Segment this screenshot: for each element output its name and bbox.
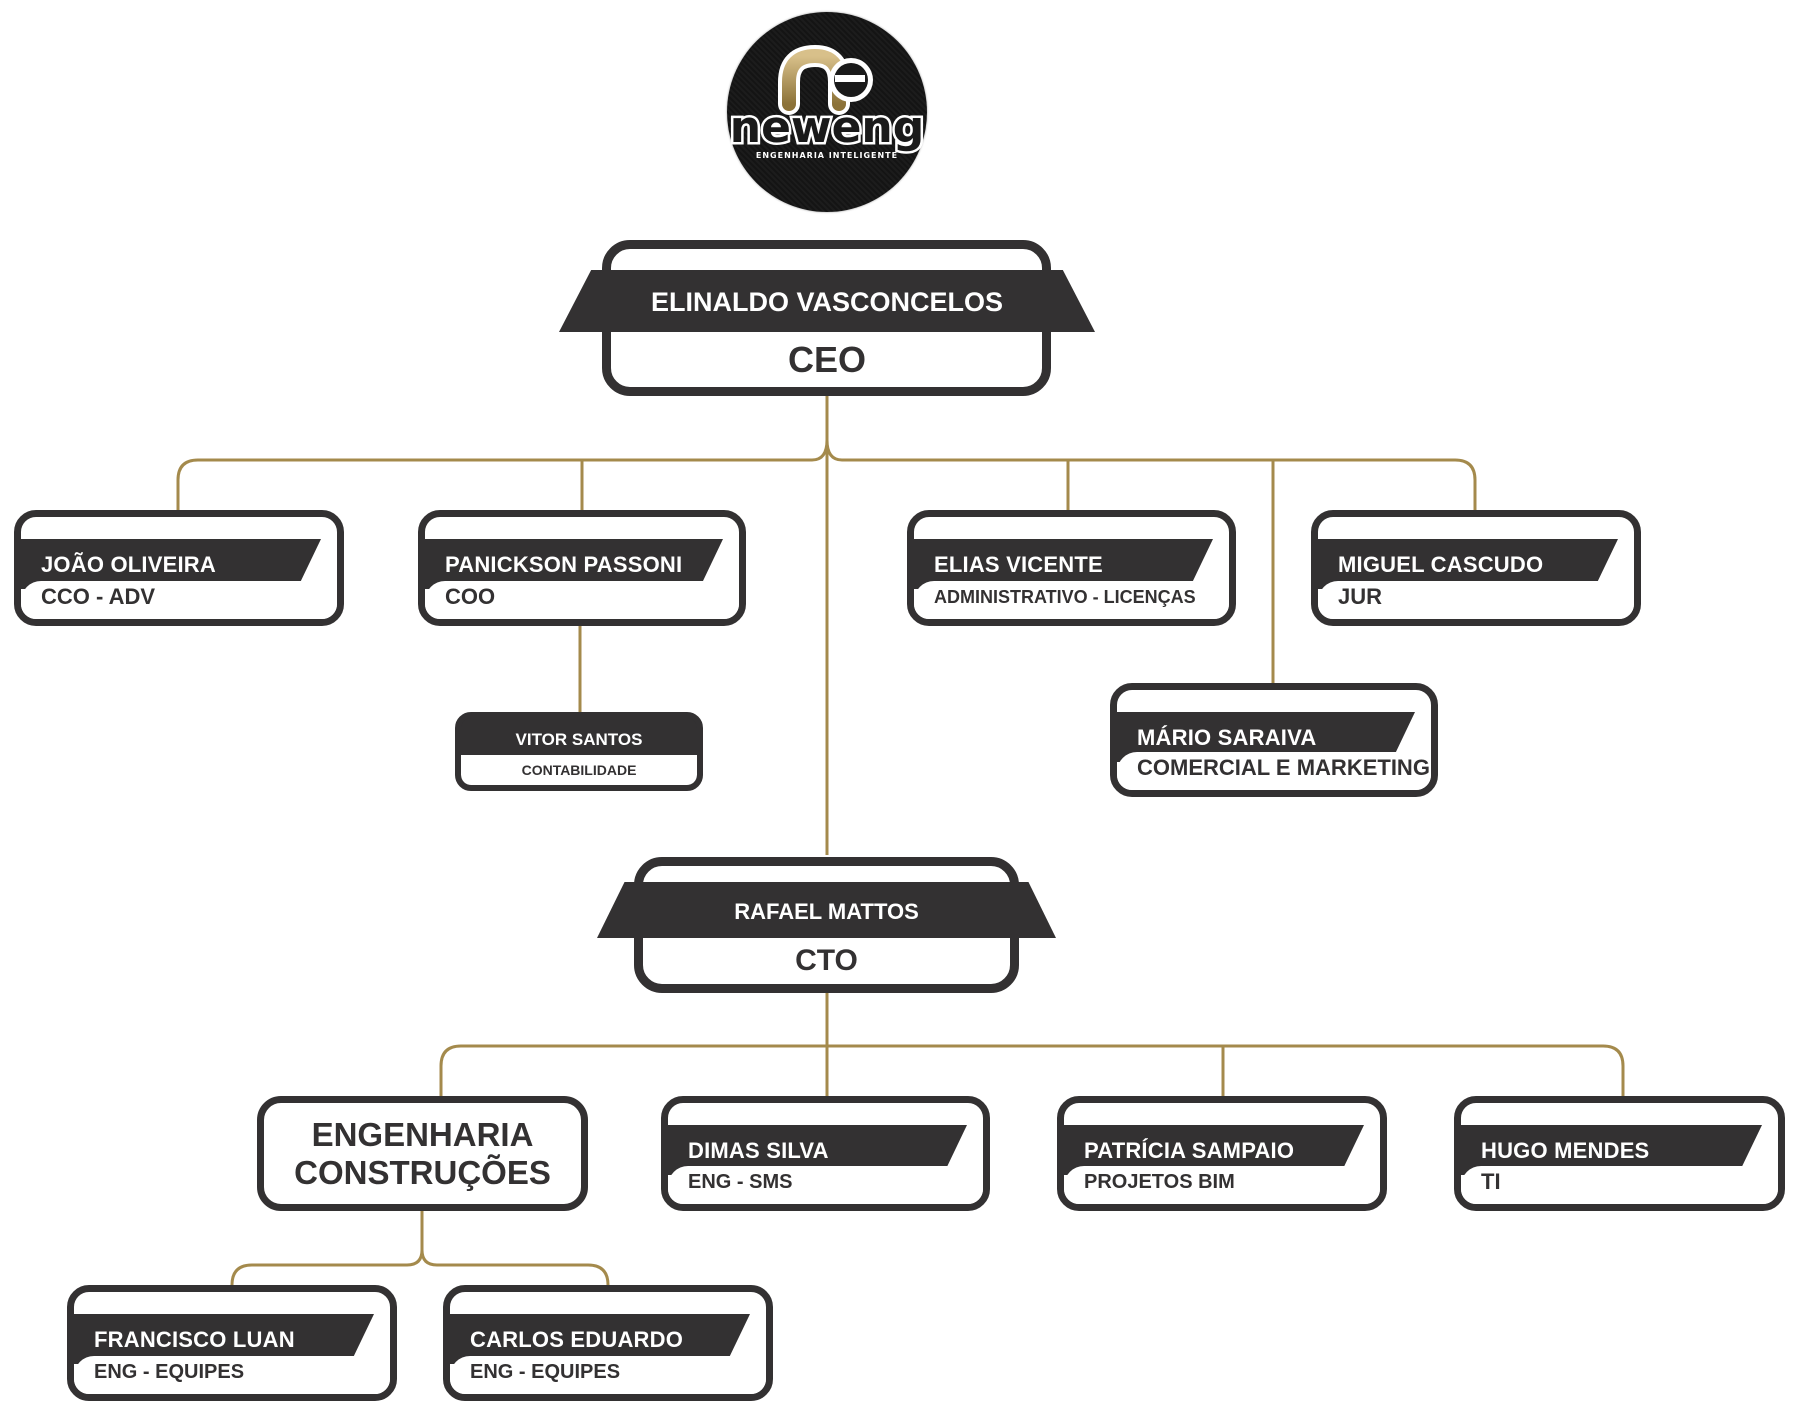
cto-role: CTO	[795, 944, 858, 977]
person-role: TI	[1481, 1169, 1501, 1194]
person-role: CONTABILIDADE	[461, 755, 697, 785]
person-role: COO	[445, 584, 496, 609]
person-role: COMERCIAL E MARKETING	[1137, 755, 1430, 780]
connector-ceo-bus-left	[176, 439, 829, 510]
connector-ceo-bus-right	[825, 439, 1477, 510]
card-dimas-silva[interactable]: DIMAS SILVA ENG - SMS	[661, 1096, 990, 1211]
department-title: ENGENHARIA CONSTRUÇÕES	[294, 1116, 551, 1192]
card-francisco-luan[interactable]: FRANCISCO LUAN ENG - EQUIPES	[67, 1285, 397, 1401]
person-name: PATRÍCIA SAMPAIO	[1084, 1138, 1295, 1163]
person-name: FRANCISCO LUAN	[94, 1327, 295, 1352]
person-role: JUR	[1338, 584, 1383, 609]
card-patricia-sampaio[interactable]: PATRÍCIA SAMPAIO PROJETOS BIM	[1057, 1096, 1387, 1211]
department-title-line2: CONSTRUÇÕES	[294, 1153, 551, 1191]
card-joao-oliveira[interactable]: JOÃO OLIVEIRA CCO - ADV	[14, 510, 344, 626]
logo-tagline: ENGENHARIA INTELIGENTE	[756, 151, 898, 160]
card-carlos-eduardo[interactable]: CARLOS EDUARDO ENG - EQUIPES	[443, 1285, 773, 1401]
connector-cto-bus	[439, 1044, 1625, 1096]
person-name: PANICKSON PASSONI	[445, 552, 683, 577]
person-name: DIMAS SILVA	[688, 1138, 829, 1163]
person-role: PROJETOS BIM	[1084, 1171, 1235, 1193]
card-panickson-passoni[interactable]: PANICKSON PASSONI COO	[418, 510, 746, 626]
logo-wordmark: neweng	[730, 102, 924, 153]
person-role: ENG - EQUIPES	[94, 1361, 245, 1383]
person-role: ENG - EQUIPES	[470, 1361, 621, 1383]
person-role: ADMINISTRATIVO - LICENÇAS	[934, 587, 1196, 607]
neweng-logo-icon: neweng ENGENHARIA INTELIGENTE	[727, 44, 927, 160]
cto-card[interactable]: RAFAEL MATTOS CTO	[597, 857, 1056, 993]
card-hugo-mendes[interactable]: HUGO MENDES TI	[1454, 1096, 1785, 1211]
card-engenharia-construcoes[interactable]: ENGENHARIA CONSTRUÇÕES	[257, 1096, 588, 1211]
ceo-card[interactable]: ELINALDO VASCONCELOS CEO	[559, 240, 1095, 396]
company-logo: neweng ENGENHARIA INTELIGENTE	[727, 12, 927, 212]
card-vitor-santos[interactable]: VITOR SANTOS CONTABILIDADE	[455, 712, 703, 791]
ceo-role: CEO	[787, 339, 866, 380]
person-name: MÁRIO SARAIVA	[1137, 725, 1317, 750]
card-elias-vicente[interactable]: ELIAS VICENTE ADMINISTRATIVO - LICENÇAS	[907, 510, 1236, 626]
card-mario-saraiva[interactable]: MÁRIO SARAIVA COMERCIAL E MARKETING	[1110, 683, 1438, 797]
person-role: CCO - ADV	[41, 584, 156, 609]
person-name: CARLOS EDUARDO	[470, 1327, 684, 1352]
connector-eng-trunk	[230, 1211, 610, 1286]
card-miguel-cascudo[interactable]: MIGUEL CASCUDO JUR	[1311, 510, 1641, 626]
department-title-line1: ENGENHARIA	[311, 1115, 534, 1153]
cto-name: RAFAEL MATTOS	[734, 899, 919, 924]
person-name: MIGUEL CASCUDO	[1338, 552, 1544, 577]
person-name: JOÃO OLIVEIRA	[41, 552, 216, 577]
person-name: VITOR SANTOS	[515, 730, 643, 749]
person-name: HUGO MENDES	[1481, 1138, 1650, 1163]
person-role: ENG - SMS	[688, 1171, 793, 1193]
person-name: ELIAS VICENTE	[934, 552, 1103, 577]
ceo-name: ELINALDO VASCONCELOS	[650, 287, 1003, 317]
